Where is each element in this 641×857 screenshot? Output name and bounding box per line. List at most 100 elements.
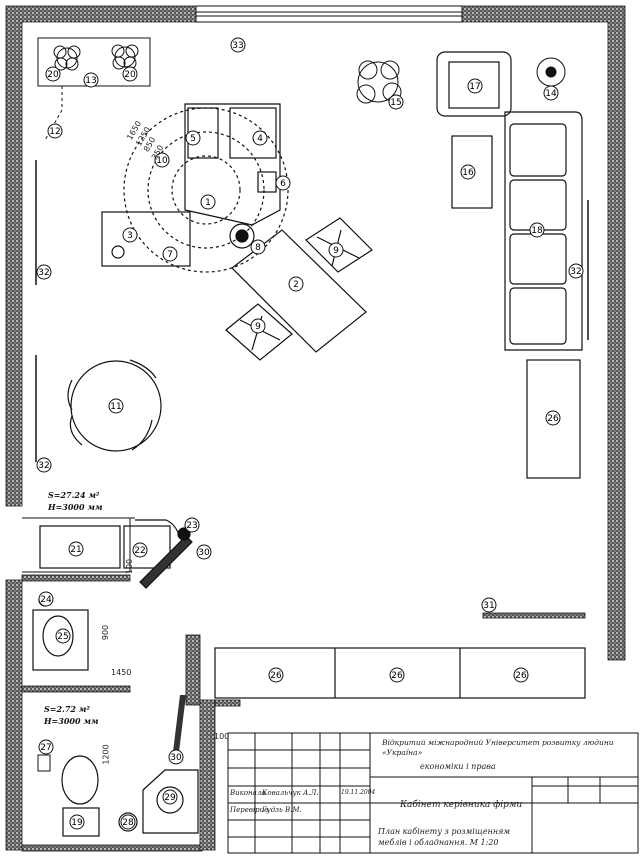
- round-table: [67, 359, 162, 452]
- marker-circle: [83, 72, 99, 88]
- toilet: [61, 755, 100, 837]
- marker-number: 8: [255, 243, 261, 253]
- marker-circle: [467, 78, 483, 94]
- marker-circle: [68, 541, 84, 557]
- dimension-900: 900: [101, 624, 111, 641]
- flower-icon: [53, 45, 81, 71]
- marker-number: 28: [122, 818, 134, 828]
- marker-circle: [36, 264, 52, 280]
- marker-circle: [132, 542, 148, 558]
- marker-number: 32: [38, 268, 49, 278]
- stamp-subtitle: План кабінету з розміщенням меблів і обл…: [378, 827, 511, 847]
- marker-circle: [184, 517, 200, 533]
- marker-number: 6: [280, 179, 286, 189]
- marker-circle: [252, 130, 268, 146]
- stamp-executor-name: Ковальчук А.Л.: [262, 789, 319, 797]
- marker-number: 14: [545, 89, 557, 99]
- partition: [22, 517, 135, 573]
- marker-circle: [568, 263, 584, 279]
- coat-stand: [536, 57, 566, 87]
- marker-number: 26: [515, 671, 527, 681]
- marker-circle: [250, 318, 266, 334]
- desk-workstation: [101, 103, 289, 273]
- marker-number: 9: [333, 246, 339, 256]
- dimension-100: 100: [125, 558, 135, 575]
- stamp-checker-label: Перевірив: [230, 806, 269, 814]
- marker-circle: [529, 222, 545, 238]
- marker-number: 33: [232, 41, 243, 51]
- marker-number: 29: [164, 793, 176, 803]
- marker-circle: [328, 242, 344, 258]
- marker-circle: [288, 276, 304, 292]
- marker-circle: [513, 667, 529, 683]
- marker-number: 7: [167, 250, 173, 260]
- marker-circle: [47, 123, 63, 139]
- marker-circle: [275, 175, 291, 191]
- marker-circle: [196, 544, 212, 560]
- shower: [142, 769, 199, 834]
- marker-circle: [154, 152, 170, 168]
- marker-circle: [185, 130, 201, 146]
- marker-number: 17: [469, 82, 480, 92]
- marker-number: 26: [391, 671, 403, 681]
- marker-circle: [122, 227, 138, 243]
- marker-number: 9: [255, 322, 261, 332]
- wc-height: H=3000 мм: [44, 716, 99, 726]
- marker-number: 25: [57, 632, 68, 642]
- marker-circle: [108, 398, 124, 414]
- dimension-1450: 1450: [111, 668, 132, 677]
- marker-circle: [162, 789, 178, 805]
- marker-number: 32: [38, 461, 49, 471]
- marker-circle: [36, 457, 52, 473]
- marker-circle: [162, 246, 178, 262]
- armchair: [436, 51, 512, 117]
- marker-number: 10: [156, 156, 168, 166]
- cabinet-row: [214, 647, 586, 699]
- stamp-executor-date: 19.11.2004: [341, 789, 376, 796]
- wc-area: S=2.72 м²: [44, 704, 90, 714]
- marker-number: 32: [570, 267, 581, 277]
- marker-circle: [38, 739, 54, 755]
- marker-circle: [69, 814, 85, 830]
- marker-number: 20: [124, 70, 136, 80]
- flower-icon: [111, 44, 139, 70]
- marker-number: 4: [257, 134, 263, 144]
- marker-circle: [168, 749, 184, 765]
- marker-number: 27: [40, 743, 51, 753]
- door: [172, 695, 186, 760]
- marker-circle: [545, 410, 561, 426]
- marker-number: 3: [127, 231, 133, 241]
- marker-circle: [45, 66, 61, 82]
- dashed-path: [44, 86, 63, 141]
- marker-number: 26: [547, 414, 559, 424]
- walls: [5, 5, 626, 852]
- marker-number: 26: [270, 671, 282, 681]
- marker-number: 11: [110, 402, 121, 412]
- marker-number: 15: [390, 98, 401, 108]
- marker-circle: [250, 239, 266, 255]
- marker-number: 24: [40, 595, 52, 605]
- marker-number: 18: [531, 226, 543, 236]
- wall-markers: [35, 160, 589, 462]
- marker-circle: [230, 37, 246, 53]
- marker-circle: [200, 194, 216, 210]
- dimension-100: 100: [214, 732, 230, 741]
- cabinet-right: [526, 359, 581, 479]
- marker-circle: [389, 667, 405, 683]
- room-area: S=27.24 м²: [48, 490, 100, 500]
- marker-number: 12: [49, 127, 60, 137]
- marker-number: 2: [293, 280, 299, 290]
- marker-circle: [481, 597, 497, 613]
- marker-number: 21: [70, 545, 81, 555]
- marker-circle: [38, 591, 54, 607]
- window: [195, 5, 463, 23]
- marker-number: 19: [71, 818, 83, 828]
- marker-circle: [55, 628, 71, 644]
- marker-circle: [460, 164, 476, 180]
- towel-holder: [37, 754, 51, 772]
- bin: [118, 812, 138, 832]
- room-height: H=3000 мм: [48, 502, 103, 512]
- meeting-table: [231, 229, 367, 353]
